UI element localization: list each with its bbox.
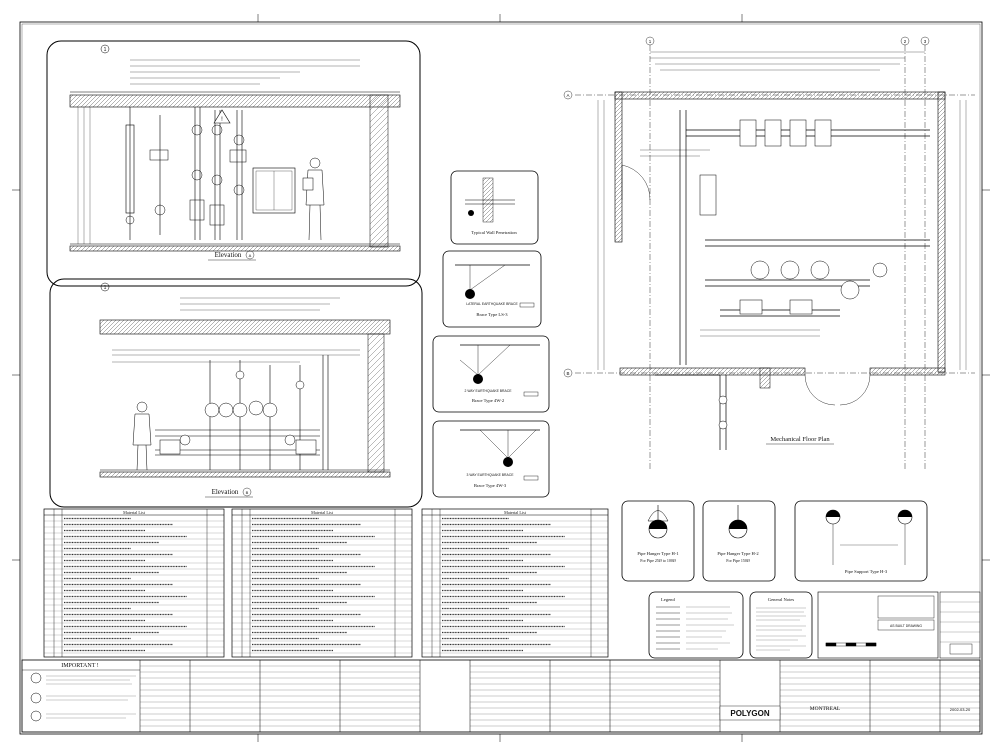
brace-2-note: 2 WAY EARTHQUAKE BRACE xyxy=(465,389,513,393)
material-list-rows xyxy=(44,517,608,654)
elevation-a-bubble: A xyxy=(249,253,252,258)
pipe-hanger-1-title: Pipe Hanger Type H-1 xyxy=(637,551,679,556)
material-list-1: Material List xyxy=(43,508,225,658)
material-list-1-title: Material List xyxy=(123,510,146,515)
material-list-3-title: Material List xyxy=(504,510,527,515)
pipe-hanger-2-sub: For Pipe 150Ø xyxy=(726,558,750,563)
material-list-3: Material List xyxy=(421,508,609,658)
legend-title: Legend xyxy=(661,597,675,602)
svg-text:!: ! xyxy=(221,117,223,123)
elevation-b-title: Elevation xyxy=(212,488,239,496)
detail-wall-penetration: Typical Wall Penetration xyxy=(450,170,539,245)
brace-2-title: Brace Type 4W-2 xyxy=(472,398,505,403)
floor-plan-title: Mechanical Floor Plan xyxy=(770,436,830,443)
company-location: MONTREAL xyxy=(810,706,841,712)
grid-col-1: 1 xyxy=(649,39,652,44)
detail-brace-2: 2 WAY EARTHQUAKE BRACE Brace Type 4W-2 xyxy=(432,335,550,413)
wall-penetration-title: Typical Wall Penetration xyxy=(471,230,517,235)
pipe-support-3: Pipe Support Type H-3 xyxy=(794,500,928,582)
material-list-2-title: Material List xyxy=(311,510,334,515)
as-built-stamp: AS BUILT DRAWING xyxy=(890,624,922,628)
legend-panel: Legend xyxy=(648,591,744,659)
elevation-view-b: 1 Eleva xyxy=(49,278,423,508)
pipe-support-3-title: Pipe Support Type H-3 xyxy=(845,569,888,574)
pipe-hanger-2-title: Pipe Hanger Type H-2 xyxy=(717,551,759,556)
mechanical-floor-plan: 1 2 3 A B xyxy=(563,36,975,470)
company-logo: POLYGON xyxy=(730,709,769,718)
brace-1-note: LATERAL EARTHQUAKE BRACE xyxy=(466,302,518,306)
elevation-a-title: Elevation xyxy=(215,251,242,259)
detail-brace-1: LATERAL EARTHQUAKE BRACE Brace Type LS-3 xyxy=(442,250,542,328)
grid-row-a: A xyxy=(566,93,569,98)
grid-row-b: B xyxy=(566,371,569,376)
elevation-b-marker: 1 xyxy=(104,285,107,291)
brace-3-title: Brace Type 4W-3 xyxy=(474,483,507,488)
brace-1-title: Brace Type LS-3 xyxy=(476,312,508,317)
elevation-view-a: 1 ! xyxy=(46,40,421,287)
important-heading: IMPORTANT ! xyxy=(61,663,99,669)
elevation-a-marker: 1 xyxy=(104,47,107,53)
drawing-date: 2002-03-20 xyxy=(950,707,971,712)
title-block: IMPORTANT ! POLYGON MONTREAL 2002-03-20 xyxy=(21,659,981,733)
stamp-area: AS BUILT DRAWING xyxy=(817,591,981,659)
sheet-border xyxy=(19,21,983,735)
border-ticks xyxy=(12,14,990,742)
material-list-2: Material List xyxy=(231,508,413,658)
general-notes-title: General Notes xyxy=(768,597,795,602)
elevation-b-bubble: B xyxy=(246,490,249,495)
pipe-hanger-1-sub: For Pipe 25Ø to 100Ø xyxy=(640,558,676,563)
general-notes-panel: General Notes xyxy=(749,591,813,659)
grid-col-3: 3 xyxy=(924,39,927,44)
pipe-hanger-1: Pipe Hanger Type H-1 For Pipe 25Ø to 100… xyxy=(621,500,695,582)
grid-col-2: 2 xyxy=(904,39,907,44)
pipe-hanger-2: Pipe Hanger Type H-2 For Pipe 150Ø xyxy=(702,500,776,582)
brace-3-note: 3 WAY EARTHQUAKE BRACE xyxy=(467,473,515,477)
detail-brace-3: 3 WAY EARTHQUAKE BRACE Brace Type 4W-3 xyxy=(432,420,550,498)
